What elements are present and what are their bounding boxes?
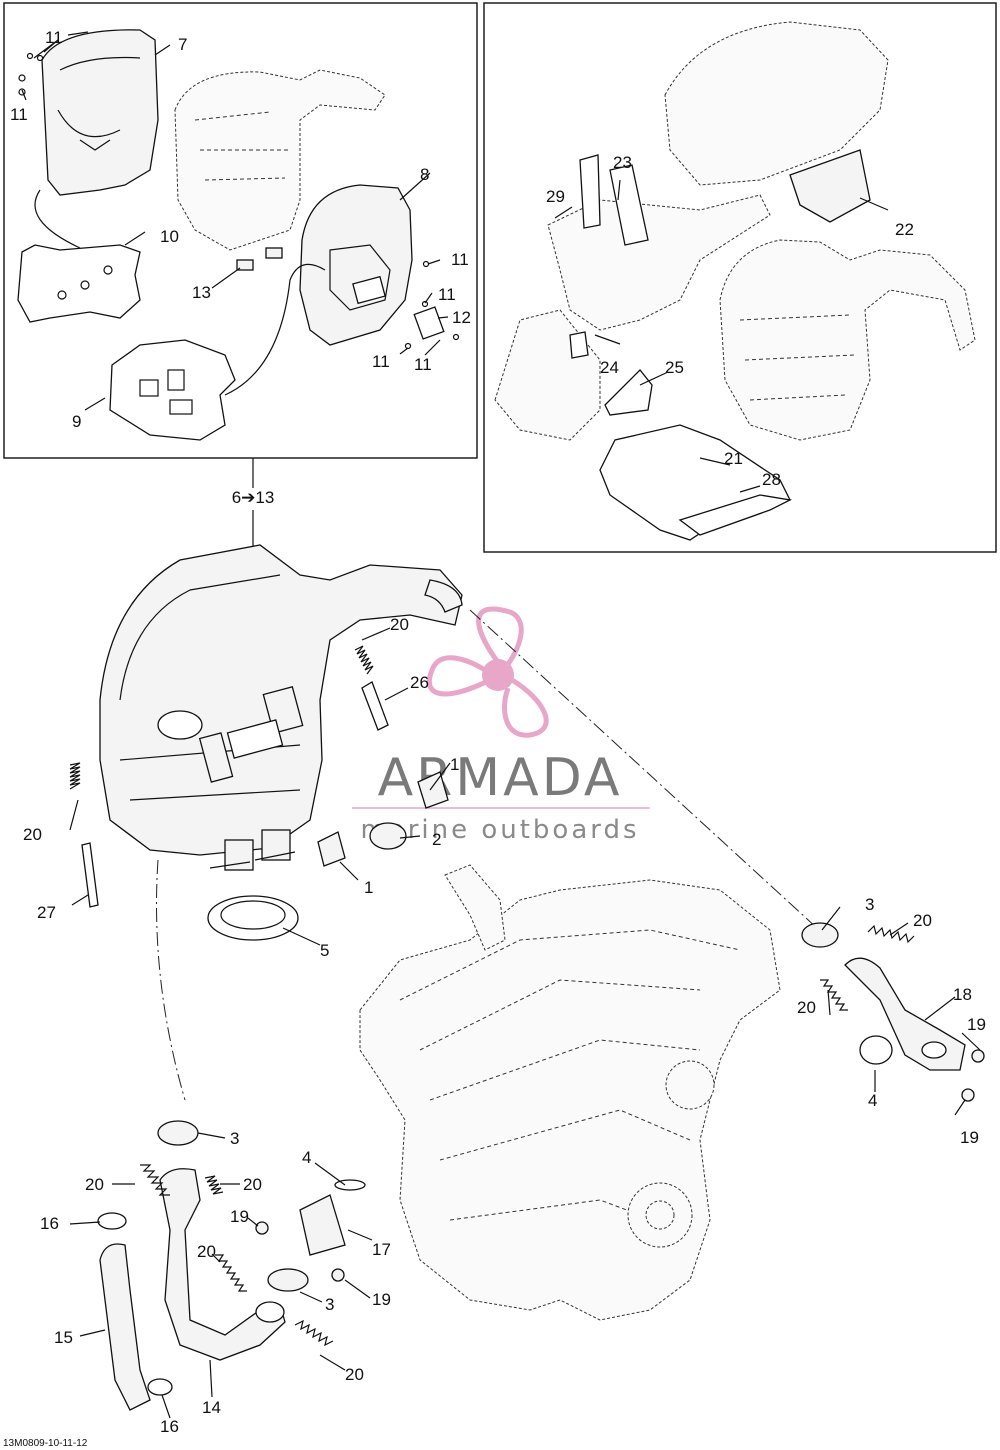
callout-27: 27 — [37, 903, 56, 922]
springs-20-lower — [140, 1164, 334, 1347]
callout-1: 1 — [364, 878, 373, 897]
exhaust-pipe-14 — [157, 1120, 286, 1361]
callout-3: 3 — [865, 895, 874, 914]
callout-10: 10 — [160, 227, 179, 246]
nut-19-a — [255, 1221, 269, 1235]
callout-20: 20 — [390, 615, 409, 634]
bracket-27 — [81, 842, 99, 908]
callout-19: 19 — [230, 1207, 249, 1226]
callout-2: 2 — [432, 830, 441, 849]
callout-9: 9 — [72, 412, 81, 431]
ring-3-lower — [267, 1268, 309, 1292]
callout-11: 11 — [10, 105, 28, 124]
group-label-6-13: 6➔13 — [232, 488, 275, 507]
bracket-26 — [361, 681, 389, 731]
callout-4: 4 — [302, 1148, 311, 1167]
spring-20-manifold-b — [820, 979, 848, 1011]
callout-18: 18 — [953, 985, 972, 1004]
inset-left-parts — [17, 29, 460, 441]
callout-8: 8 — [420, 165, 429, 184]
callout-19: 19 — [967, 1015, 986, 1034]
silencer-15 — [99, 1243, 151, 1411]
callout-3: 3 — [230, 1129, 239, 1148]
callout-22: 22 — [895, 220, 914, 239]
inset-frame-right — [483, 2, 997, 553]
engine-block — [359, 864, 781, 1321]
armada-propeller-logo — [426, 606, 549, 738]
watermark-tagline: marine outboards — [360, 815, 639, 845]
callout-29: 29 — [546, 187, 565, 206]
callout-17: 17 — [372, 1240, 391, 1259]
callout-20: 20 — [23, 825, 42, 844]
callout-7: 7 — [178, 35, 187, 54]
callout-20: 20 — [345, 1365, 364, 1384]
drawing-code: 13M0809-10-11-12 — [3, 1438, 88, 1449]
gasket-5 — [207, 895, 299, 941]
callout-11: 11 — [451, 250, 469, 269]
callout-19: 19 — [960, 1128, 979, 1147]
callout-5: 5 — [320, 941, 329, 960]
callout-4: 4 — [868, 1091, 877, 1110]
callout-19: 19 — [372, 1290, 391, 1309]
flange-17 — [299, 1179, 366, 1256]
spring-20-muffler-left — [69, 762, 81, 790]
watermark-brand: ARMADA — [378, 748, 623, 808]
callout-1: 1 — [450, 755, 459, 774]
centerline-muffler-engine — [469, 609, 831, 941]
callout-11: 11 — [414, 355, 432, 374]
muffler-assembly — [99, 544, 463, 871]
callout-14: 14 — [202, 1398, 221, 1417]
callout-3: 3 — [325, 1295, 334, 1314]
inset-right-parts — [494, 21, 976, 541]
callout-16: 16 — [40, 1214, 59, 1233]
callout-20: 20 — [913, 911, 932, 930]
callout-25: 25 — [665, 358, 684, 377]
armada-watermark: ARMADA marine outboards — [352, 606, 650, 845]
grommet-2 — [369, 822, 407, 850]
manifold-18 — [801, 922, 985, 1102]
callout-15: 15 — [54, 1328, 73, 1347]
callout-20: 20 — [243, 1175, 262, 1194]
callout-16: 16 — [160, 1417, 179, 1436]
callout-28: 28 — [762, 470, 781, 489]
centerline-muffler-pipe — [156, 859, 186, 1101]
nut-19-b — [331, 1268, 345, 1282]
callout-13: 13 — [192, 283, 211, 302]
callout-11: 11 — [438, 285, 456, 304]
inset-frame-left — [3, 2, 478, 459]
callout-23: 23 — [613, 153, 632, 172]
callout-20: 20 — [797, 998, 816, 1017]
clip-1-upper — [417, 771, 449, 809]
leader-lines — [69, 627, 981, 1419]
callout-labels: 11 11 7 8 10 11 13 11 12 11 11 9 23 29 2… — [10, 28, 986, 1436]
callout-12: 12 — [452, 308, 471, 327]
callout-24: 24 — [600, 358, 619, 377]
callout-21: 21 — [724, 449, 743, 468]
callout-11: 11 — [45, 28, 63, 47]
clip-1-lower — [317, 831, 346, 867]
clamps-16 — [97, 1212, 173, 1396]
callout-26: 26 — [410, 673, 429, 692]
callout-20: 20 — [85, 1175, 104, 1194]
spring-20-muffler-top — [354, 645, 374, 675]
callout-11: 11 — [372, 352, 390, 371]
callout-20: 20 — [197, 1242, 216, 1261]
